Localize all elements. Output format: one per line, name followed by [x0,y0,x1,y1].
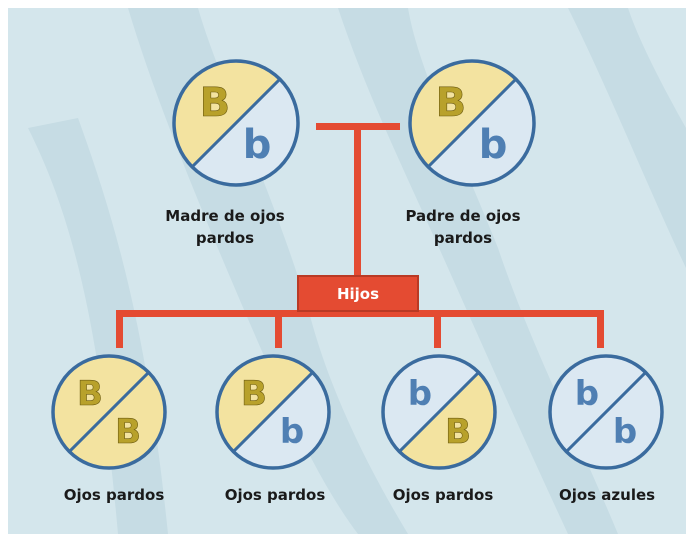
allele-letter: B [241,374,267,414]
divider-line [427,78,517,168]
children-connector [116,310,604,317]
child-3-drop [434,312,441,348]
parent-caption: Padre de ojos pardos [405,207,521,247]
allele-letter: b [613,412,637,452]
genotype-circle: bb [548,354,664,470]
child-caption: Ojos azules [558,486,656,504]
divider-line [232,371,314,453]
parents-to-children-stem [354,127,361,277]
allele-letter: B [445,412,471,452]
divider-line [191,78,281,168]
circle-outline [408,59,536,187]
child-4-drop [597,312,604,348]
genotype-circle: Bb [172,59,300,187]
divider-line [398,371,480,453]
divider-line [565,371,647,453]
child-caption: Ojos pardos [224,486,326,504]
child-caption: Ojos pardos [63,486,165,504]
circle-outline [172,59,300,187]
allele-letter: B [77,374,103,414]
genotype-circle: Bb [408,59,536,187]
allele-letter: B [200,80,231,126]
parents-connector [316,123,400,130]
allele-letter: b [575,374,599,414]
genotype-circle: BB [51,354,167,470]
circle-outline [51,354,167,470]
connectors [116,123,604,348]
child-1-drop [116,312,123,348]
allele-letter: b [243,122,272,168]
child-caption: Ojos pardos [392,486,494,504]
genotype-circle: Bb [215,354,331,470]
allele-letter: b [408,374,432,414]
allele-letter: B [115,412,141,452]
divider-line [68,371,150,453]
circle-outline [215,354,331,470]
parent-caption: Madre de ojos pardos [165,207,285,247]
circle-outline [548,354,664,470]
allele-letter: B [436,80,467,126]
offspring-label: Hijos [297,275,419,312]
child-2-drop [275,312,282,348]
circle-outline [381,354,497,470]
genotype-circle: bB [381,354,497,470]
allele-letter: b [280,412,304,452]
allele-letter: b [479,122,508,168]
